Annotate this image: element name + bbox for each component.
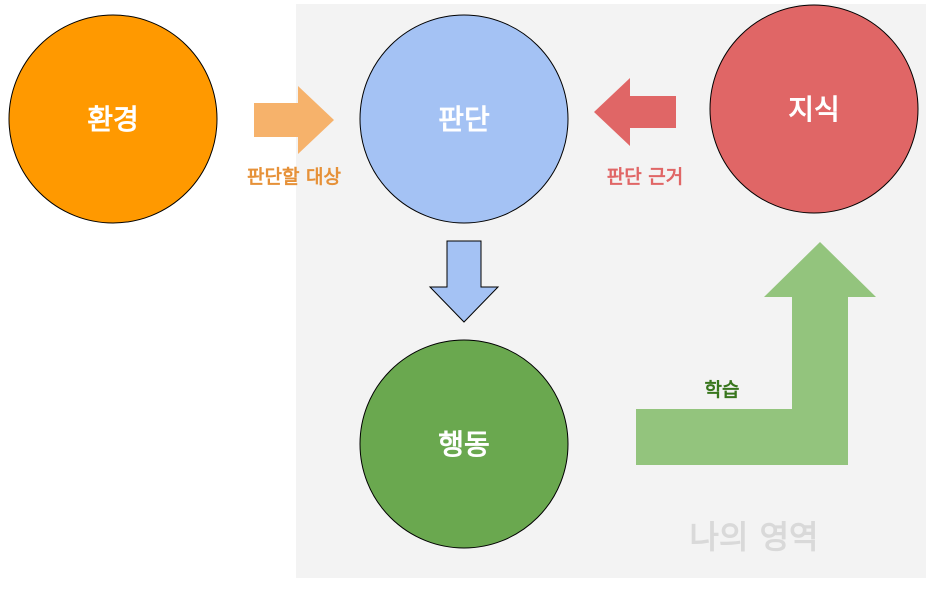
environment-circle xyxy=(8,14,218,224)
judgment-node: 판단 xyxy=(359,14,569,224)
learning-label: 학습 xyxy=(705,379,740,401)
action-circle xyxy=(359,339,569,549)
action-label: 행동 xyxy=(438,428,490,461)
judgment-label: 판단 xyxy=(438,103,490,136)
knowledge-to-judgment-label: 판단 근거 xyxy=(607,166,684,188)
judgment-to-action-arrow xyxy=(428,240,500,323)
environment-to-judgment-label: 판단할 대상 xyxy=(247,165,342,188)
learning-arrow xyxy=(636,242,876,465)
environment-label: 환경 xyxy=(87,103,139,136)
knowledge-circle xyxy=(709,4,919,214)
environment-node: 환경 xyxy=(8,14,218,224)
my-domain-label: 나의 영역 xyxy=(690,518,819,556)
action-node: 행동 xyxy=(359,339,569,549)
judgment-circle xyxy=(359,14,569,224)
environment-to-judgment-arrow xyxy=(254,86,334,154)
knowledge-label: 지식 xyxy=(788,93,840,126)
knowledge-to-judgment-arrow xyxy=(594,78,676,146)
knowledge-node: 지식 xyxy=(709,4,919,214)
